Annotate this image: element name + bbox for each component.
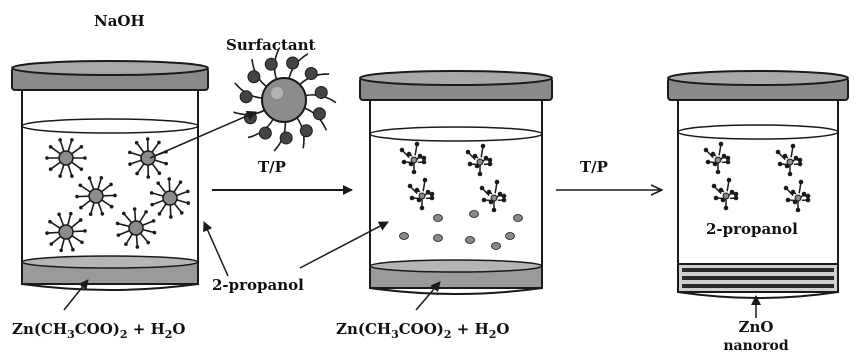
beaker-1-liquid-surface bbox=[21, 118, 199, 134]
small-micelle bbox=[45, 211, 87, 253]
surfactant-cluster bbox=[703, 141, 731, 175]
pointer-propanol-beaker-1 bbox=[203, 221, 229, 277]
tp-label-2: T/P bbox=[580, 158, 608, 176]
beaker-3 bbox=[667, 70, 849, 299]
small-micelle bbox=[149, 177, 191, 219]
beaker-3-liquid-surface bbox=[677, 124, 839, 140]
pointer-micelle-zoom bbox=[149, 110, 257, 159]
product-label-nanorod: nanorod bbox=[723, 338, 788, 354]
zno-particle bbox=[433, 234, 443, 242]
surfactant-cluster bbox=[407, 177, 435, 211]
beaker-1 bbox=[11, 60, 209, 291]
surfactant-cluster bbox=[465, 143, 493, 177]
surfactant-head bbox=[243, 111, 257, 125]
pointer-reagent-1 bbox=[63, 279, 89, 311]
tp-label-1: T/P bbox=[258, 158, 286, 176]
zno-particle bbox=[505, 232, 515, 240]
surfactant-micelle bbox=[233, 47, 337, 152]
beaker-2 bbox=[359, 70, 553, 295]
small-micelle bbox=[45, 138, 87, 178]
zno-nanorod-layer bbox=[677, 263, 839, 293]
naoh-label: NaOH bbox=[94, 12, 145, 30]
propanol-label-right: 2-propanol bbox=[706, 220, 798, 238]
micelle-core bbox=[261, 77, 307, 123]
reagent-label-middle: Zn(CH3COO)2 + H2O bbox=[336, 320, 509, 341]
surfactant-cluster bbox=[399, 141, 427, 175]
beaker-2-particles bbox=[399, 210, 523, 250]
small-micelle bbox=[115, 207, 157, 249]
beaker-2-clusters bbox=[399, 141, 507, 213]
surfactant-cluster bbox=[775, 143, 803, 177]
surfactant-head bbox=[279, 131, 293, 145]
surfactant-head bbox=[299, 124, 313, 138]
beaker-3-clusters bbox=[703, 141, 811, 213]
surfactant-cluster bbox=[479, 179, 507, 213]
surfactant-head bbox=[304, 67, 318, 81]
zno-particle bbox=[513, 214, 523, 222]
surfactant-head bbox=[286, 56, 300, 70]
reagent-label-left: Zn(CH3COO)2 + H2O bbox=[12, 320, 185, 341]
pointer-propanol-beaker-2 bbox=[299, 221, 389, 269]
beaker-2-liquid-surface bbox=[369, 126, 543, 142]
beaker-1-micelles bbox=[45, 137, 191, 253]
zno-particle bbox=[433, 214, 443, 222]
pointer-reagent-2 bbox=[415, 281, 441, 311]
zno-particle bbox=[469, 210, 479, 218]
surfactant-head bbox=[314, 85, 328, 99]
propanol-label-center: 2-propanol bbox=[212, 276, 304, 294]
zno-particle bbox=[491, 242, 501, 250]
surfactant-head bbox=[239, 90, 253, 104]
small-micelle bbox=[75, 175, 117, 217]
surfactant-head bbox=[312, 107, 326, 121]
zno-particle bbox=[399, 232, 409, 240]
surfactant-cluster bbox=[783, 179, 811, 213]
zno-particle bbox=[465, 236, 475, 244]
small-micelle bbox=[128, 137, 168, 179]
surfactant-head bbox=[247, 70, 261, 84]
surfactant-cluster bbox=[711, 177, 739, 211]
surfactant-label: Surfactant bbox=[226, 36, 316, 54]
surfactant-head bbox=[264, 57, 278, 71]
surfactant-head bbox=[258, 126, 272, 140]
product-label-zno: ZnO bbox=[739, 318, 774, 336]
